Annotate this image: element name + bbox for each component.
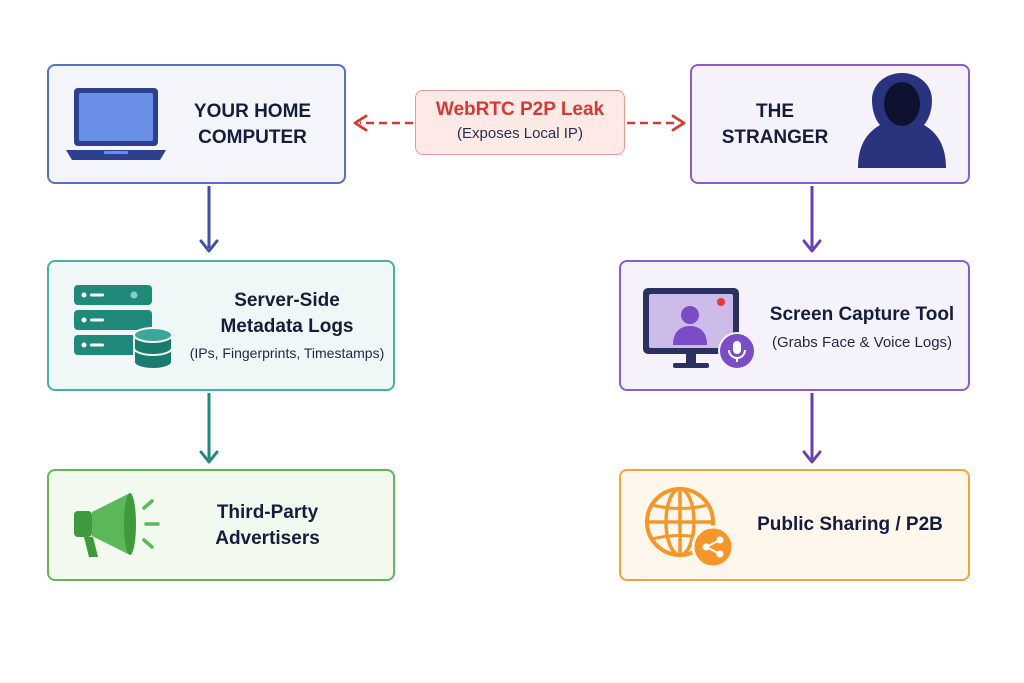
home-computer-label: YOUR HOME COMPUTER [180,99,325,151]
server-logs-line1: Server-Side [234,290,340,311]
advertisers-line1: Third-Party [216,502,319,523]
home-computer-line2: COMPUTER [198,127,307,148]
advertisers-label: Third-Party Advertisers [190,500,345,552]
globe-share-icon [645,487,735,569]
laptop-icon [66,88,166,160]
megaphone-icon [74,493,160,557]
screen-capture-detail: (Grabs Face & Voice Logs) [771,334,953,351]
public-sharing-title: Public Sharing / P2B [757,514,943,535]
webrtc-leak-label: WebRTC P2P Leak (Exposes Local IP) [417,99,623,142]
server-database-icon [74,285,173,370]
hooded-figure-icon [858,73,946,168]
screen-capture-mic-icon [643,288,756,370]
screen-capture-title: Screen Capture Tool [769,304,955,325]
arrow-stranger-to-capture [802,186,822,253]
screen-capture-label: Screen Capture Tool (Grabs Face & Voice … [762,302,962,352]
webrtc-leak-title: WebRTC P2P Leak [435,99,605,120]
advertisers-node [47,469,395,581]
stranger-line2: STRANGER [721,127,829,148]
webrtc-leak-subtitle: (Exposes Local IP) [457,125,583,142]
public-sharing-label: Public Sharing / P2B [750,512,950,538]
arrow-server-to-ads [199,393,219,464]
arrow-home-to-server [199,186,219,253]
leak-arrow-right [627,114,686,132]
leak-arrow-left [353,114,413,132]
stranger-label: THE STRANGER [705,99,845,151]
advertisers-line2: Advertisers [215,528,320,549]
server-logs-label: Server-Side Metadata Logs (IPs, Fingerpr… [182,288,392,362]
stranger-line1: THE [756,101,794,122]
webrtc-leak-node [415,90,625,155]
server-logs-line2: Metadata Logs [220,316,354,337]
arrow-capture-to-public [802,393,822,464]
home-computer-line1: YOUR HOME [193,101,312,122]
server-logs-detail: (IPs, Fingerprints, Timestamps) [189,345,385,361]
